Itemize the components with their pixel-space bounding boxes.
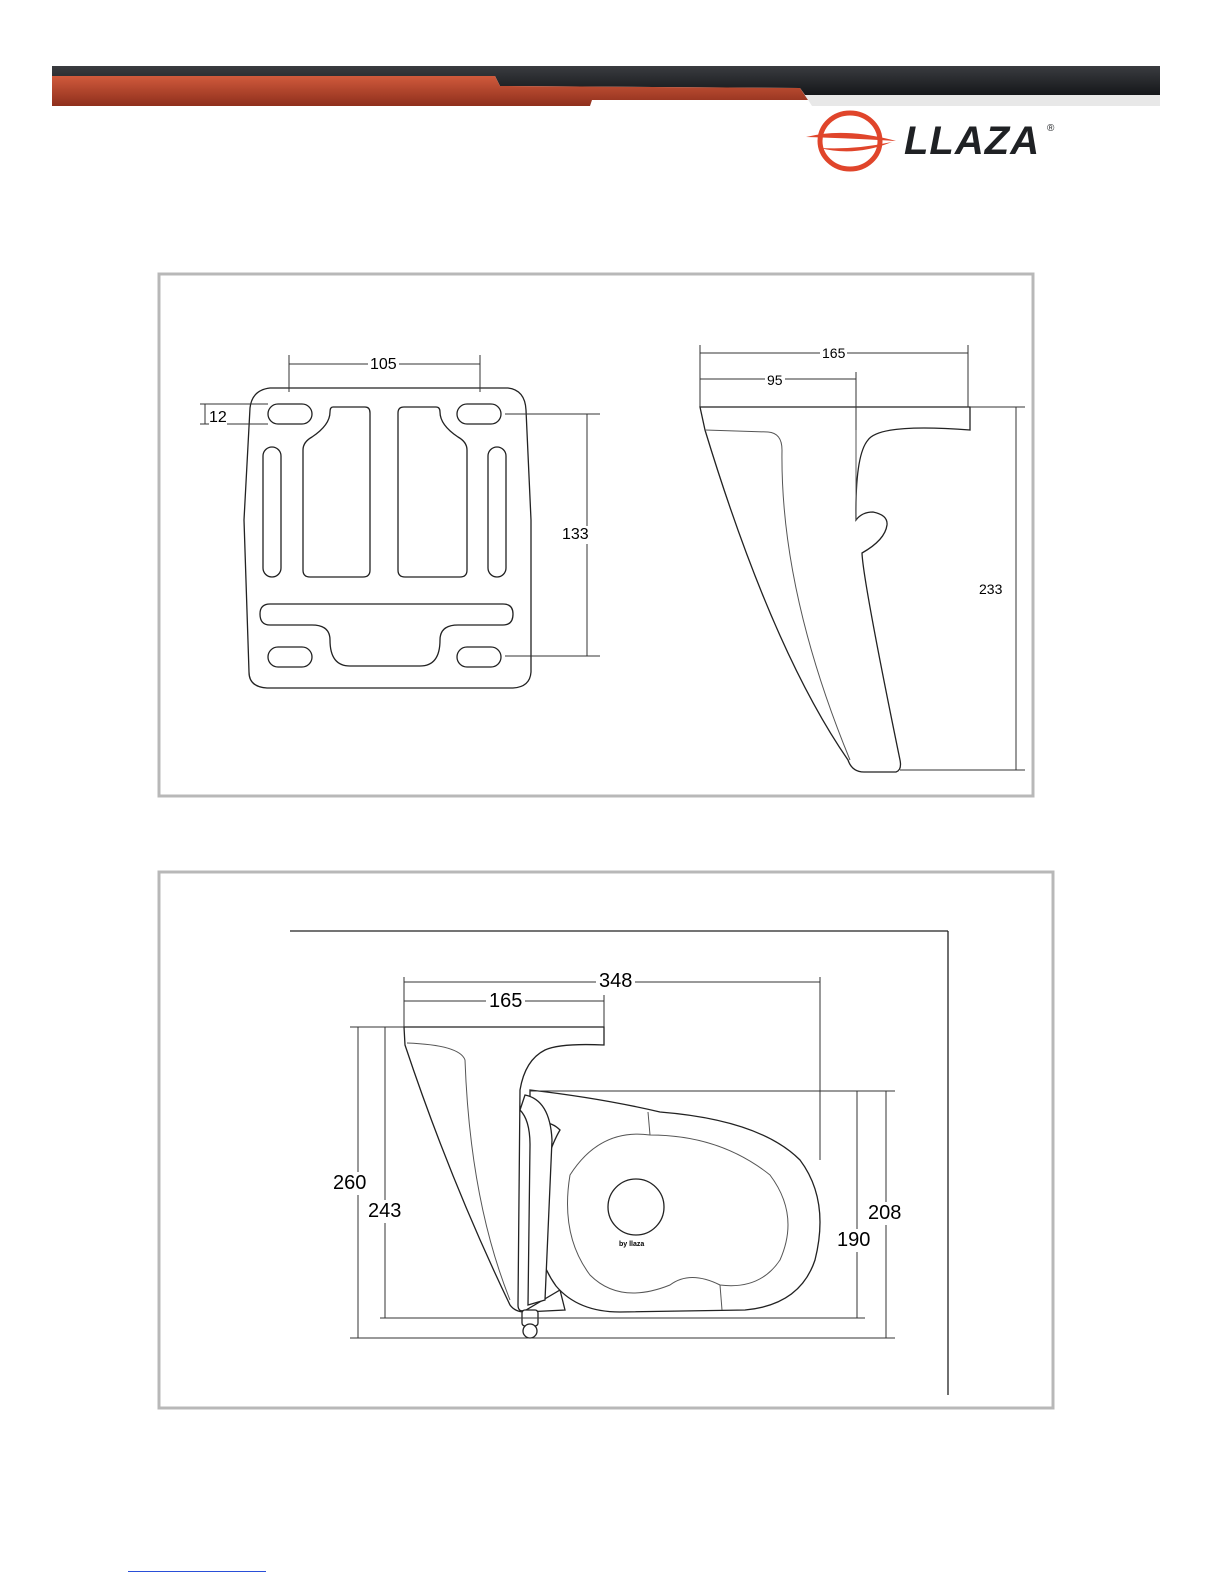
bottom-technical-drawing [0,0,1225,1420]
dim-label-208: 208 [867,1202,902,1225]
drum-hub [608,1179,664,1235]
dim-label-165-assembly: 165 [486,990,525,1013]
drum-housing [530,1090,820,1312]
dim-label-243: 243 [367,1200,402,1223]
dim-label-190: 190 [836,1229,871,1252]
dim-label-260: 260 [332,1172,367,1195]
dim-label-348: 348 [596,970,635,993]
hub-brand-mark: by llaza [619,1241,644,1248]
footer-link[interactable] [128,1571,266,1572]
